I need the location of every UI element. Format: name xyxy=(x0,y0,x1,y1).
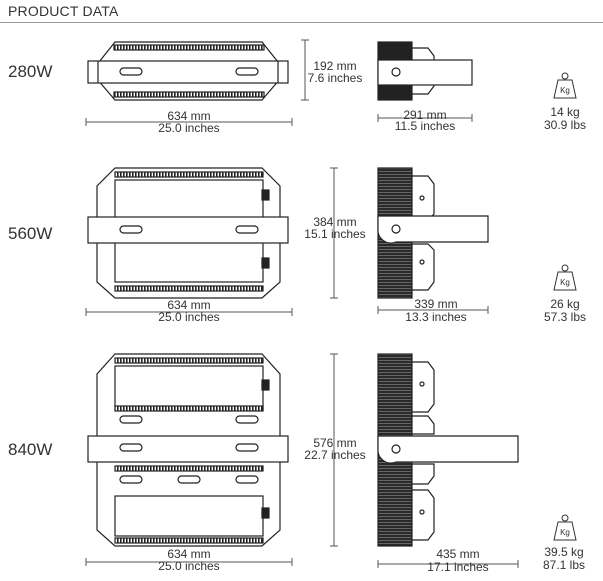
height-inches: 15.1 inches xyxy=(304,227,366,241)
side-view-840w xyxy=(377,353,519,547)
depth-mm: 291 mm xyxy=(403,108,447,122)
weight-kg: 14 kg xyxy=(550,105,580,119)
height-inches: 7.6 inches xyxy=(307,71,363,85)
weight-lbs: 30.9 lbs xyxy=(543,118,587,132)
side-view-280w xyxy=(377,41,473,101)
height-mm: 576 mm xyxy=(313,436,357,450)
depth-mm: 339 mm xyxy=(414,297,458,311)
depth-inches: 11.5 inches xyxy=(394,119,456,133)
height-mm: 384 mm xyxy=(313,215,357,229)
width-inches: 25.0 inches xyxy=(158,310,220,324)
depth-inches: 13.3 inches xyxy=(405,310,467,324)
height-inches: 22.7 inches xyxy=(304,448,366,462)
weight-kg: 39.5 kg xyxy=(544,545,584,559)
weight-lbs: 87.1 lbs xyxy=(542,558,586,572)
front-view-560w xyxy=(87,167,289,299)
width-mm: 634 mm xyxy=(167,109,211,123)
front-view-280w xyxy=(87,41,289,101)
height-mm: 192 mm xyxy=(313,59,357,73)
page-title: PRODUCT DATA xyxy=(8,3,119,19)
weight-icon: Kg xyxy=(553,264,577,291)
weight-lbs: 57.3 lbs xyxy=(543,310,587,324)
depth-mm: 435 mm xyxy=(436,547,480,561)
front-view-840w xyxy=(87,353,289,547)
weight-icon-label: Kg xyxy=(560,278,570,287)
weight-icon-label: Kg xyxy=(560,528,570,537)
width-mm: 634 mm xyxy=(167,298,211,312)
wattage-label: 840W xyxy=(8,440,53,459)
side-view-560w xyxy=(377,167,489,299)
width-mm: 634 mm xyxy=(167,547,211,561)
weight-icon-label: Kg xyxy=(560,86,570,95)
width-inches: 25.0 inches xyxy=(158,559,220,573)
wattage-label: 280W xyxy=(8,62,53,81)
width-inches: 25.0 inches xyxy=(158,121,220,135)
weight-kg: 26 kg xyxy=(550,297,580,311)
weight-icon: Kg xyxy=(553,514,577,541)
depth-inches: 17.1 inches xyxy=(427,560,489,574)
wattage-label: 560W xyxy=(8,224,53,243)
header-divider xyxy=(0,22,603,23)
weight-icon: Kg xyxy=(553,72,577,99)
